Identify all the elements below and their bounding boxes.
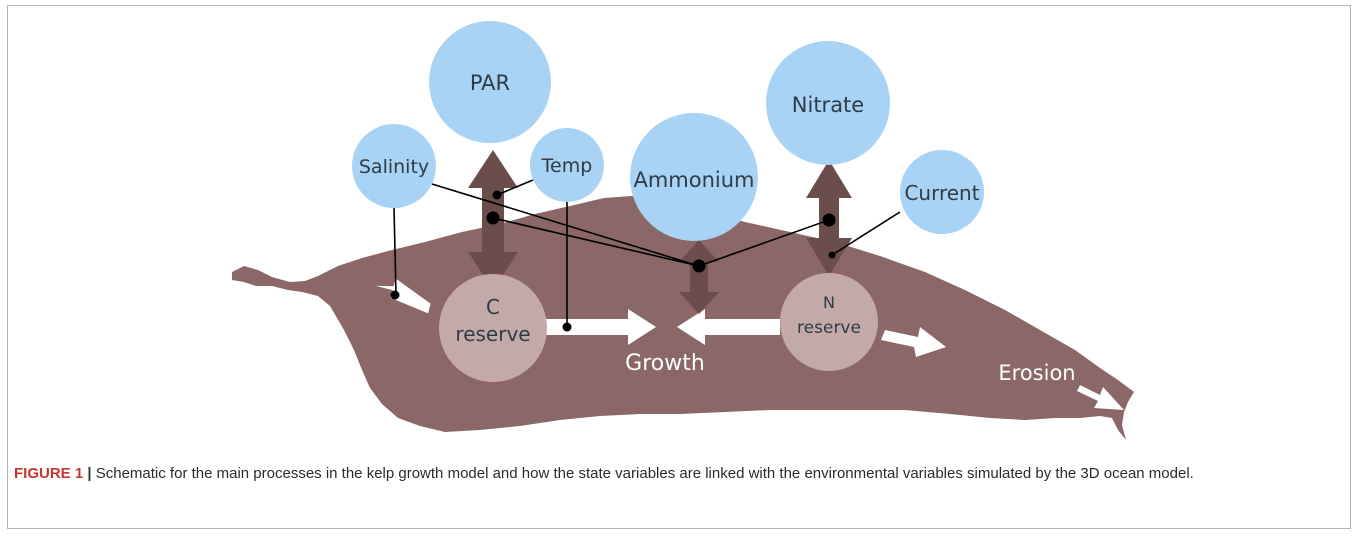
dot-nitrate-arrow [822, 213, 836, 227]
line-temp-to-par-arrow [496, 179, 534, 196]
c-reserve-letter: C [486, 295, 500, 319]
n-reserve-word: reserve [797, 318, 861, 338]
environment-circles [352, 21, 984, 241]
dot-salinity-arrow [390, 290, 400, 300]
c-reserve-word: reserve [455, 322, 530, 346]
arrow-n-to-growth [677, 309, 780, 345]
arrow-erosion-tip [1077, 385, 1124, 410]
c-reserve-circle [439, 274, 547, 382]
arrow-c-to-growth [545, 309, 656, 345]
dot-current-n [828, 251, 836, 259]
n-reserve-circle [780, 273, 878, 371]
current-circle [900, 150, 984, 234]
dot-temp-par-arrow [492, 190, 502, 200]
dot-temp-growth [562, 322, 572, 332]
arrow-ammonium-growth [679, 240, 719, 314]
temp-label: Temp [541, 155, 593, 177]
dot-par-arrow-main [486, 211, 500, 225]
ammonium-label: Ammonium [633, 168, 754, 192]
current-label: Current [904, 181, 979, 205]
erosion-label: Erosion [998, 361, 1075, 385]
kelp-model-diagram: PAR Salinity Temp Ammonium Nitrate Curre… [232, 21, 1134, 440]
caption-text: Schematic for the main processes in the … [95, 465, 1194, 482]
influence-dots [390, 190, 836, 332]
kelp-blade [232, 196, 1134, 440]
line-nitrate-arrow-to-ammonium [698, 219, 830, 267]
line-salinity-to-arrow [393, 207, 397, 295]
line-current-to-n [831, 211, 901, 256]
par-circle [429, 21, 551, 143]
arrow-c-to-salinity-side [375, 278, 431, 314]
process-arrows [375, 278, 1124, 410]
line-par-arrow-to-n [492, 217, 700, 267]
salinity-circle [352, 124, 436, 208]
influence-lines [393, 179, 901, 327]
nitrate-label: Nitrate [792, 93, 864, 117]
growth-label: Growth [625, 351, 705, 376]
nitrate-circle [766, 41, 890, 165]
line-salinity-to-ammonium-arrow [431, 183, 700, 267]
par-label: PAR [470, 71, 510, 95]
arrow-n-to-erosion [881, 327, 946, 357]
figure-label: FIGURE 1 [14, 465, 84, 482]
temp-circle [530, 128, 604, 202]
figure-caption: FIGURE 1 | Schematic for the main proces… [14, 463, 1334, 485]
dot-ammonium-arrow [692, 259, 706, 273]
salinity-label: Salinity [359, 156, 429, 178]
caption-separator: | [87, 465, 92, 482]
n-reserve-letter: N [823, 293, 835, 312]
ammonium-circle [630, 113, 758, 241]
